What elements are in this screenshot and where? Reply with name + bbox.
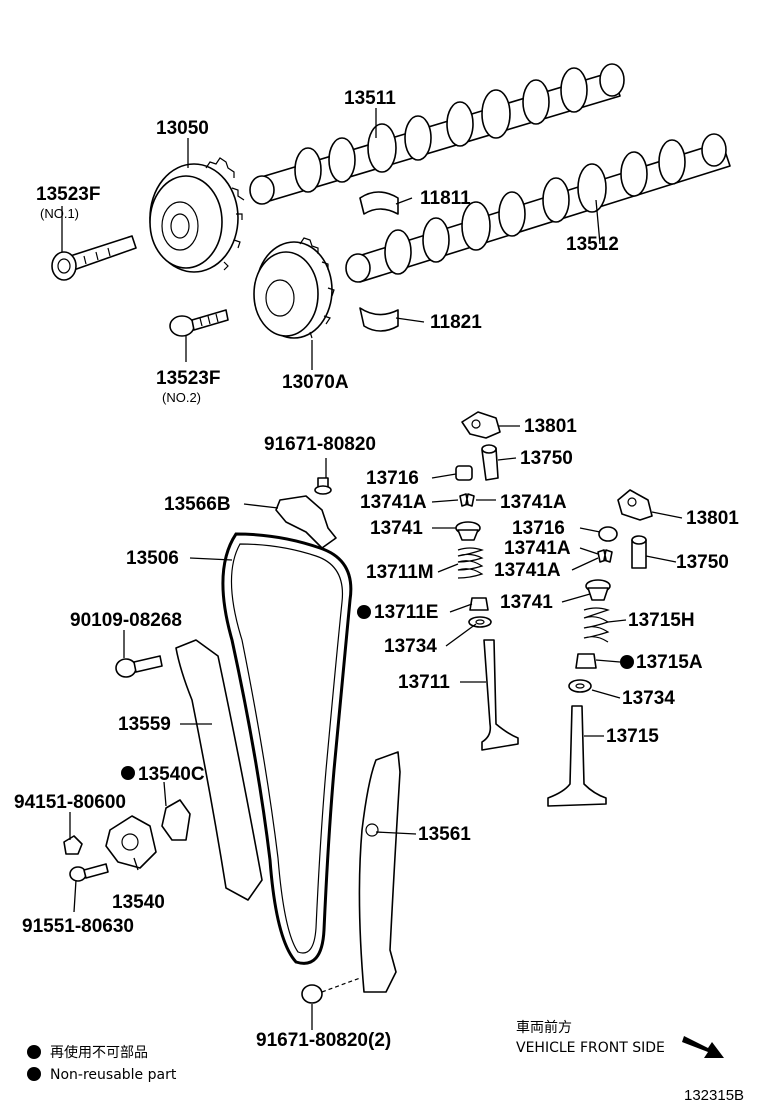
label-94151-80600: 94151-80600 (14, 792, 126, 813)
label-13523f-no2: 13523F (156, 368, 220, 389)
label-13561: 13561 (418, 824, 471, 845)
lash-adjuster-13750-a (481, 444, 499, 481)
legend-dot-1 (27, 1045, 41, 1059)
label-13523f-no2-sub: (NO.2) (162, 390, 201, 405)
spring-retainer-13741-b (585, 579, 611, 601)
label-90109-08268: 90109-08268 (70, 610, 182, 631)
label-13711: 13711 (398, 672, 450, 693)
valve-stem-seal-13711e (469, 597, 489, 611)
figure-id: 132315B (684, 1087, 744, 1104)
label-13741a-2: 13741A (500, 492, 567, 513)
valve-cap-13716-b (598, 526, 618, 542)
valve-13711 (481, 639, 519, 751)
label-13523f-no1-sub: (NO.1) (40, 206, 79, 221)
bearing-11811 (359, 191, 399, 215)
valve-spring-13711m (457, 547, 484, 579)
non-reusable-dot-13715a (620, 655, 634, 669)
chain-tensioner-plunger-13540c (161, 799, 191, 841)
rocker-arm-13801-a (461, 411, 501, 439)
bolt-91671-80820-top (314, 477, 332, 495)
lash-adjuster-13750-b (631, 535, 647, 569)
cam-timing-gear-13050 (149, 157, 245, 273)
front-en: VEHICLE FRONT SIDE (516, 1040, 665, 1056)
label-13734-b: 13734 (622, 688, 675, 709)
label-91671-80820-2: 91671-80820(2) (256, 1030, 391, 1051)
label-13741-a: 13741 (370, 518, 423, 539)
chain-tensioner-arm-13559 (175, 639, 263, 901)
valve-13715 (547, 705, 607, 807)
label-13716-b: 13716 (512, 518, 565, 539)
label-13711e: 13711E (374, 602, 438, 623)
label-13511: 13511 (344, 88, 396, 109)
bolt-90109-08268 (115, 655, 163, 678)
non-reusable-dot-13711e (357, 605, 371, 619)
nut-94151-80600 (63, 835, 83, 855)
label-13540: 13540 (112, 892, 165, 913)
chain-guide-bracket-13566b (275, 495, 337, 549)
label-13715a: 13715A (636, 652, 703, 673)
cam-timing-gear-13070a (253, 237, 335, 339)
legend-dot-2 (27, 1067, 41, 1081)
valve-keeper-13741a-b (597, 549, 613, 563)
timing-chain-13506 (221, 532, 353, 965)
label-13741-b: 13741 (500, 592, 553, 613)
bolt-91671-80820-bottom (301, 977, 361, 1004)
valve-spring-seat-13734-a (468, 616, 492, 628)
non-reusable-dot-13540c (121, 766, 135, 780)
bolt-13523f-no1 (51, 235, 137, 281)
camshaft-13511 (249, 63, 625, 205)
label-13741a-4: 13741A (494, 560, 561, 581)
valve-spring-13715h (583, 607, 610, 643)
leader-lines (61, 108, 683, 1030)
label-13070a: 13070A (282, 372, 349, 393)
label-11821: 11821 (430, 312, 482, 333)
bolt-13523f-no2 (169, 309, 229, 337)
label-13512: 13512 (566, 234, 619, 255)
label-13506: 13506 (126, 548, 179, 569)
label-13050: 13050 (156, 118, 209, 139)
front-jp: 車両前方 (516, 1019, 572, 1036)
label-13734-a: 13734 (384, 636, 437, 657)
chain-tensioner-13540 (105, 815, 157, 869)
label-13711m: 13711M (366, 562, 434, 583)
label-13801-a: 13801 (524, 416, 577, 437)
bearing-11821 (359, 307, 399, 332)
label-91551-80630: 91551-80630 (22, 916, 134, 937)
valve-cap-13716-a (455, 465, 473, 481)
front-arrow-icon (682, 1036, 724, 1058)
label-13741a-3: 13741A (504, 538, 571, 559)
legend-jp: 再使用不可部品 (50, 1044, 148, 1061)
label-13750-a: 13750 (520, 448, 573, 469)
label-13559: 13559 (118, 714, 171, 735)
label-13741a-1: 13741A (360, 492, 427, 513)
rocker-arm-13801-b (617, 489, 653, 521)
label-13715h: 13715H (628, 610, 695, 631)
label-13750-b: 13750 (676, 552, 729, 573)
bolt-91551-80630 (69, 863, 109, 882)
label-13716-a: 13716 (366, 468, 419, 489)
label-11811: 11811 (420, 188, 471, 209)
chain-vibration-damper-13561 (358, 751, 401, 993)
legend-en: Non-reusable part (50, 1067, 177, 1083)
label-13801-b: 13801 (686, 508, 739, 529)
label-13715: 13715 (606, 726, 659, 747)
label-13566b: 13566B (164, 494, 231, 515)
label-13523f-no1: 13523F (36, 184, 100, 205)
camshaft-13512 (345, 133, 731, 283)
spring-retainer-13741-a (455, 521, 481, 541)
valve-stem-seal-13715a (575, 653, 597, 669)
valve-spring-seat-13734-b (568, 679, 592, 693)
label-13540c: 13540C (138, 764, 205, 785)
valve-keeper-13741a-a (459, 493, 475, 507)
label-91671-80820-top: 91671-80820 (264, 434, 376, 455)
